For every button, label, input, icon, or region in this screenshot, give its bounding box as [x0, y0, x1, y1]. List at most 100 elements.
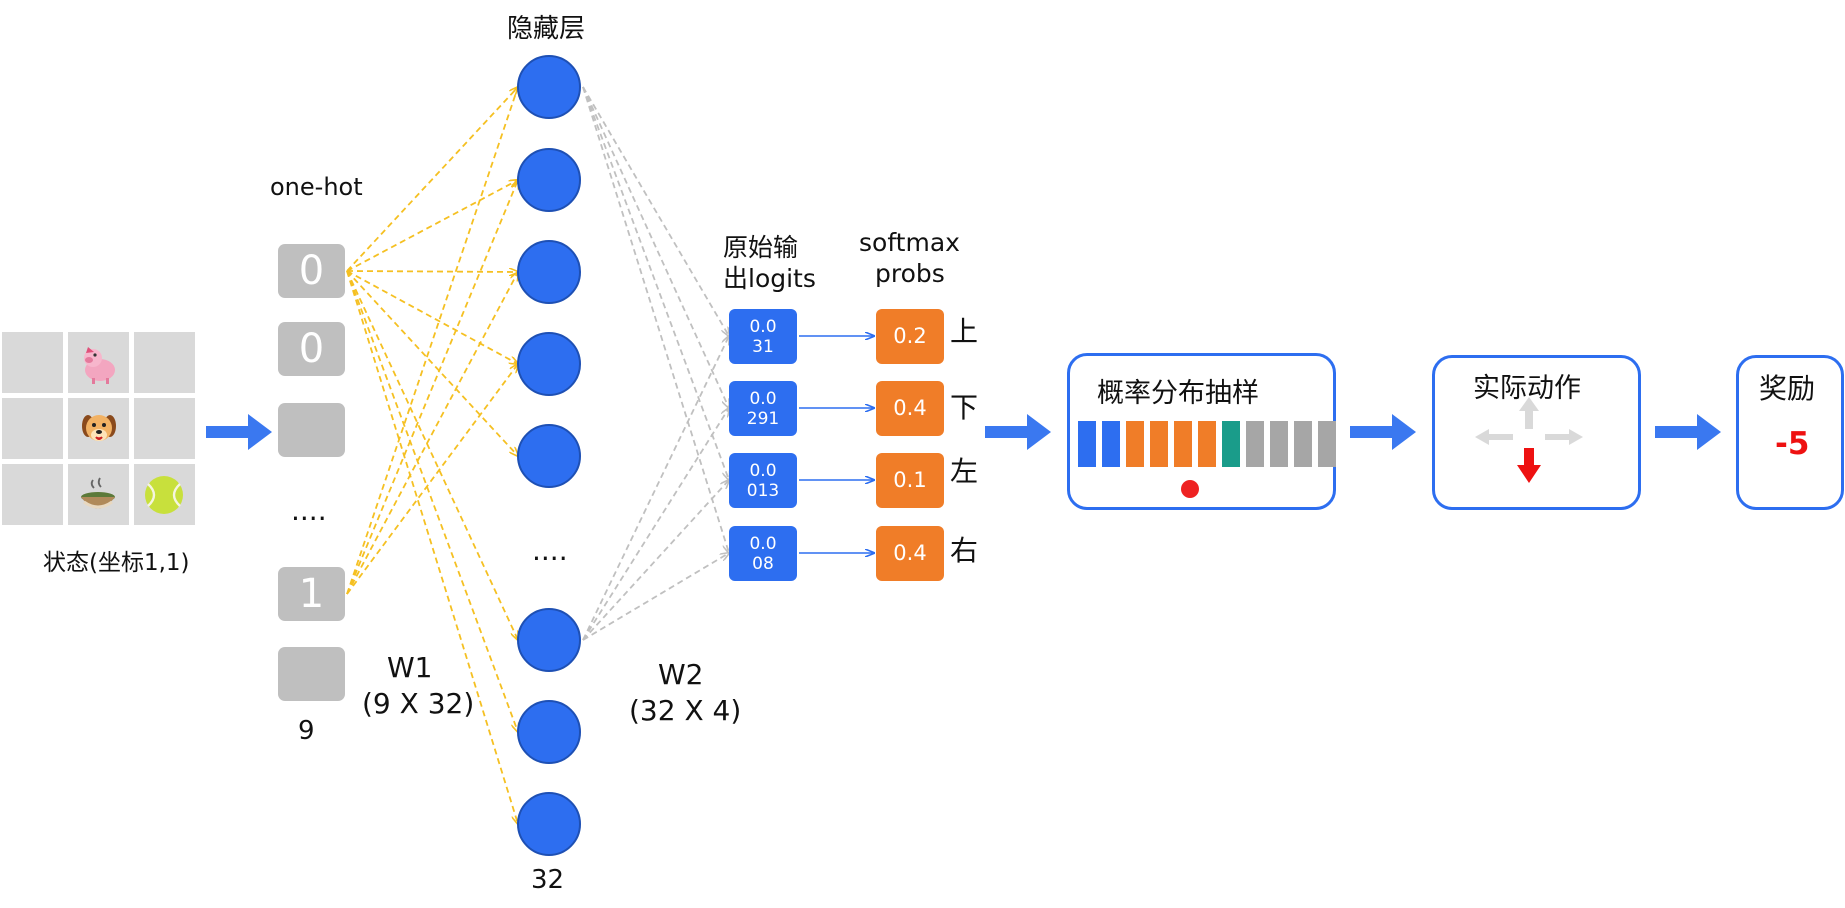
- onehot-ellipsis: ....: [291, 494, 327, 527]
- connection-line: [346, 270, 518, 364]
- logit-value-line1: 0.0: [749, 388, 777, 409]
- hidden-node: [517, 608, 581, 672]
- softmax-title-line1: softmax: [859, 228, 960, 257]
- direction-label-right: 右: [950, 534, 979, 567]
- onehot-cell: 1: [278, 567, 345, 621]
- action-panel: [1432, 355, 1641, 510]
- hidden-node: [517, 700, 581, 764]
- reward-panel: [1736, 355, 1844, 510]
- w1-dims: (9 X 32): [362, 687, 475, 720]
- direction-label-up: 上: [950, 315, 979, 348]
- grid-cell: [68, 464, 129, 525]
- onehot-count: 9: [298, 716, 315, 746]
- direction-label-left: 左: [950, 455, 979, 488]
- probability-bar: [1174, 421, 1192, 467]
- probability-bar: [1150, 421, 1168, 467]
- probability-bar: [1318, 421, 1336, 467]
- action-title: 实际动作: [1473, 373, 1581, 404]
- probability-bar: [1078, 421, 1096, 467]
- connection-line: [346, 270, 518, 640]
- logit-box: 0.0 31: [729, 309, 797, 364]
- flow-arrow: [1350, 414, 1416, 450]
- softmax-title-line2: probs: [875, 259, 945, 288]
- hidden-node: [517, 332, 581, 396]
- sampling-title: 概率分布抽样: [1097, 378, 1259, 409]
- probability-bar: [1294, 421, 1312, 467]
- logit-value-line2: 291: [746, 408, 780, 429]
- connection-line: [346, 271, 518, 272]
- dog-icon: [82, 415, 116, 441]
- prob-box: 0.4: [876, 526, 944, 581]
- state-caption: 状态(坐标1,1): [43, 550, 190, 576]
- grid-cell: [2, 464, 63, 525]
- prob-box: 0.4: [876, 381, 944, 436]
- connection-line: [582, 86, 729, 480]
- onehot-cell: 0: [278, 244, 345, 298]
- probability-bar: [1246, 421, 1264, 467]
- logit-value-line1: 0.0: [749, 460, 777, 481]
- direction-label-down: 下: [950, 391, 979, 424]
- connection-line: [346, 270, 518, 824]
- connection-line: [346, 180, 518, 272]
- w2-connections: [582, 86, 729, 641]
- connection-line: [346, 270, 518, 732]
- logits-title-line2: 出logits: [723, 264, 816, 293]
- w1-connections: [346, 87, 518, 824]
- flow-arrow: [985, 414, 1051, 450]
- logits-title-line1: 原始输: [723, 233, 799, 262]
- logit-box: 0.0 291: [729, 381, 797, 436]
- prob-box: 0.2: [876, 309, 944, 364]
- onehot-cell: [278, 647, 345, 701]
- grid-cell: [68, 332, 129, 393]
- hidden-ellipsis: ....: [532, 534, 568, 567]
- connection-line: [582, 86, 729, 408]
- hidden-node: [517, 55, 581, 119]
- connection-line: [582, 86, 729, 336]
- connection-line: [346, 87, 518, 272]
- probability-bar: [1270, 421, 1288, 467]
- hidden-count: 32: [531, 865, 565, 895]
- prob-box: 0.1: [876, 453, 944, 508]
- grid-cell: [134, 332, 195, 393]
- connection-line: [582, 553, 729, 641]
- flow-arrow: [1655, 414, 1721, 450]
- hidden-title: 隐藏层: [507, 14, 586, 44]
- grid-cell: [2, 398, 63, 459]
- connection-line: [346, 364, 518, 595]
- connection-line: [346, 180, 518, 595]
- hidden-node: [517, 240, 581, 304]
- logit-box: 0.0 013: [729, 453, 797, 508]
- hidden-node: [517, 148, 581, 212]
- pig-icon: [84, 347, 115, 384]
- logit-value-line2: 013: [746, 480, 780, 501]
- w2-name: W2: [658, 658, 704, 691]
- down-arrow-icon: [1517, 448, 1541, 483]
- w1-name: W1: [387, 651, 433, 684]
- probability-bar: [1222, 421, 1240, 467]
- probability-bar: [1126, 421, 1144, 467]
- onehot-title: one-hot: [270, 173, 363, 201]
- logit-box: 0.0 08: [729, 526, 797, 581]
- logit-value-line2: 08: [752, 553, 774, 574]
- connection-line: [582, 336, 729, 641]
- reward-title: 奖励: [1759, 372, 1816, 405]
- food-bowl-icon: [81, 477, 115, 509]
- connection-line: [346, 87, 518, 595]
- connection-line: [582, 408, 729, 641]
- onehot-cell: [278, 403, 345, 457]
- logit-value-line1: 0.0: [749, 316, 777, 337]
- w2-dims: (32 X 4): [629, 694, 742, 727]
- hidden-node: [517, 792, 581, 856]
- direction-arrows-icon: [1475, 397, 1583, 483]
- probability-bar: [1102, 421, 1120, 467]
- connection-line: [346, 270, 518, 456]
- connection-line: [346, 272, 518, 595]
- grid-cell: [68, 398, 129, 459]
- logit-prob-connections: [799, 336, 874, 553]
- sample-marker-icon: [1181, 480, 1199, 498]
- reward-value: -5: [1775, 426, 1810, 462]
- hidden-node: [517, 424, 581, 488]
- tennis-ball-icon: [145, 476, 183, 514]
- flow-arrow: [206, 414, 272, 450]
